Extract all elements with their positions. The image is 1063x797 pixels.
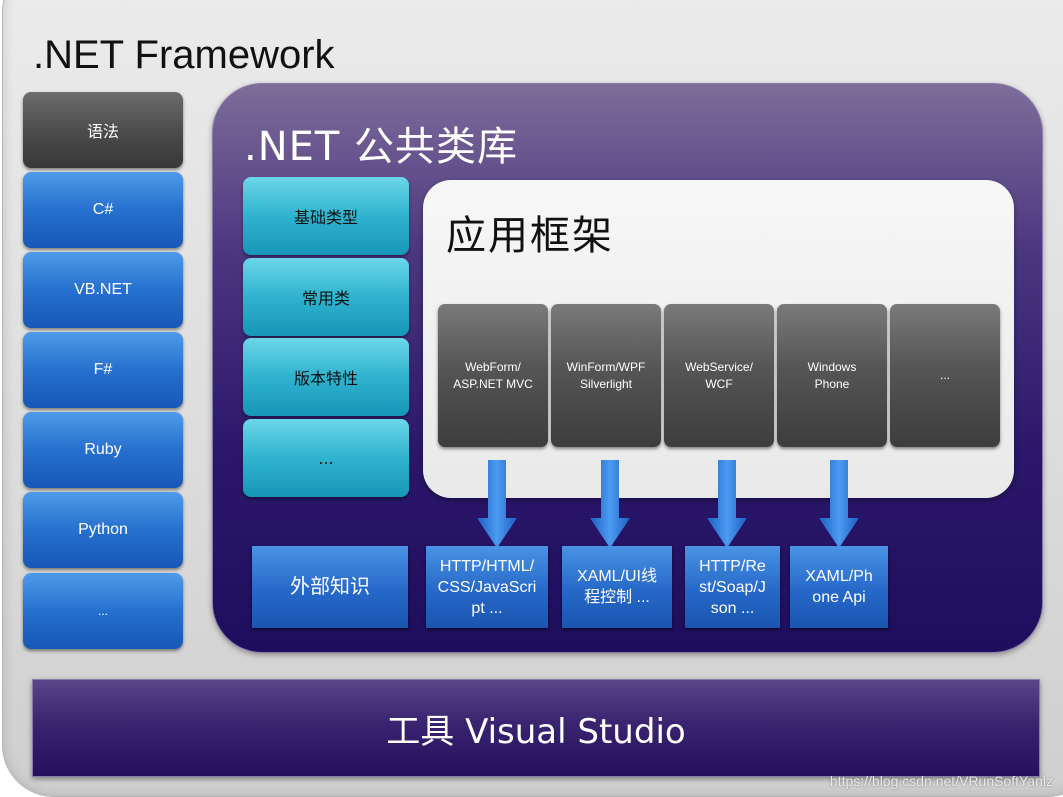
arrow-down-icon	[477, 460, 517, 548]
knowledge-http-rest: HTTP/Re st/Soap/J son ...	[685, 546, 780, 628]
app-framework-title: 应用框架	[446, 213, 614, 259]
watermark: https://blog.csdn.net/VRunSoftYanlz	[829, 773, 1053, 789]
framework-windows-phone: Windows Phone	[777, 304, 887, 447]
knowledge-web: HTTP/HTML/ CSS/JavaScri pt ...	[426, 546, 548, 628]
language-vbnet: VB.NET	[23, 252, 183, 328]
version-features-box: 版本特性	[243, 338, 409, 416]
framework-webservice: WebService/ WCF	[664, 304, 774, 447]
framework-webform: WebForm/ ASP.NET MVC	[438, 304, 548, 447]
common-classes-box: 常用类	[243, 258, 409, 336]
arrow-down-icon	[707, 460, 747, 548]
framework-title: .NET Framework	[33, 33, 335, 77]
basics-more-box: ...	[243, 419, 409, 497]
framework-more: ...	[890, 304, 1000, 447]
class-library-title: .NET 公共类库	[244, 124, 519, 170]
basic-types-box: 基础类型	[243, 177, 409, 255]
language-ruby: Ruby	[23, 412, 183, 488]
language-more: ...	[23, 573, 183, 649]
arrow-down-icon	[590, 460, 630, 548]
tools-bar: 工具 Visual Studio	[32, 679, 1040, 777]
language-csharp: C#	[23, 172, 183, 248]
knowledge-xaml-phone: XAML/Ph one Api	[790, 546, 888, 628]
syntax-header: 语法	[23, 92, 183, 168]
external-knowledge-box: 外部知识	[252, 546, 408, 628]
language-fsharp: F#	[23, 332, 183, 408]
arrow-down-icon	[819, 460, 859, 548]
knowledge-xaml-ui: XAML/UI线 程控制 ...	[562, 546, 672, 628]
framework-winform: WinForm/WPF Silverlight	[551, 304, 661, 447]
language-python: Python	[23, 492, 183, 568]
